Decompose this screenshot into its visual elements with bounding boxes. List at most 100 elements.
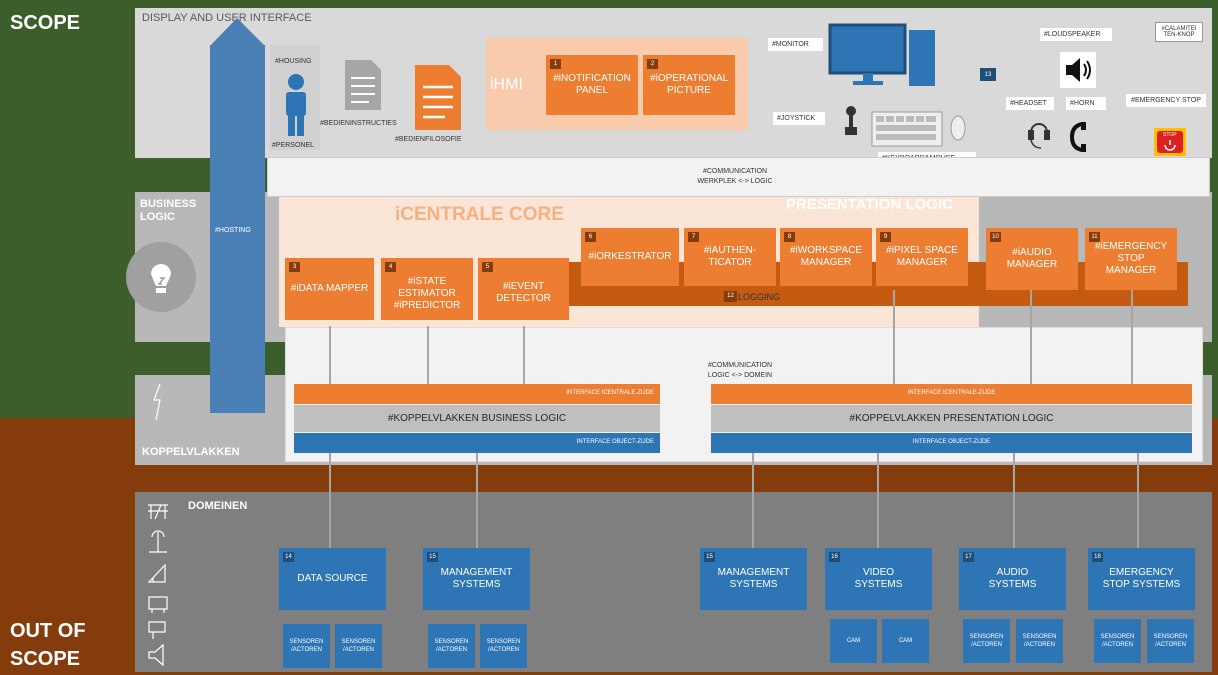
system-management-2: 15 MANAGEMENT SYSTEMS: [700, 548, 807, 610]
module-label: #iAUDIO MANAGER: [1006, 247, 1058, 270]
road-icon: [147, 563, 166, 583]
module-number: 4: [385, 262, 396, 272]
sensor-actor-box: SENSOREN /ACTOREN: [1147, 619, 1194, 663]
system-number: 15: [427, 552, 438, 562]
system-label: DATA SOURCE: [297, 573, 368, 584]
connector: [1137, 453, 1139, 548]
sensor-actor-box: SENSOREN /ACTOREN: [428, 624, 475, 668]
interface-icentrale-presentation: INTERFACE ICENTRALE-ZIJDE: [711, 384, 1192, 404]
module-event-detector: 5 #iEVENT DETECTOR: [478, 258, 569, 320]
module-audio-manager: 10 #iAUDIO MANAGER: [986, 228, 1078, 290]
system-number: 16: [829, 552, 840, 562]
module-label: #iAUTHEN-TICATOR: [703, 245, 757, 268]
business-label-line1: BUSINESS: [140, 198, 197, 210]
business-label-line2: LOGIC: [140, 211, 175, 223]
megaphone-icon: [148, 643, 164, 667]
system-label: VIDEO SYSTEMS: [854, 567, 903, 590]
module-number: 10: [990, 232, 1001, 242]
module-label: #iSTATE ESTIMATOR #iPREDICTOR: [393, 276, 461, 311]
module-number: 3: [289, 262, 300, 272]
hosting-bar: [210, 45, 265, 413]
domeinen-label: DOMEINEN: [188, 500, 248, 512]
system-label: EMERGENCY STOP SYSTEMS: [1102, 567, 1181, 590]
connector: [877, 453, 879, 548]
document-grey-icon: [345, 60, 381, 110]
sensor-actor-box: SENSOREN /ACTOREN: [335, 624, 382, 668]
joystick-icon: [843, 105, 859, 137]
ihmi-label: iHMI: [490, 76, 523, 93]
module-number: 11: [1089, 232, 1100, 242]
car-icon: [148, 596, 168, 613]
communication-domein-line1: #COMMUNICATION: [707, 362, 773, 369]
joystick-tag: #JOYSTICK: [773, 112, 825, 125]
system-label: AUDIO SYSTEMS: [988, 567, 1037, 590]
horn-tag: #HORN: [1066, 97, 1106, 110]
system-number: 15: [704, 552, 715, 562]
person-icon: [282, 72, 310, 137]
connector: [329, 326, 331, 384]
camera-icon: [148, 621, 166, 639]
system-audio: 17 AUDIO SYSTEMS: [959, 548, 1066, 610]
module-label: #iEVENT DETECTOR: [496, 281, 551, 304]
out-of-scope-label-2: SCOPE: [10, 648, 81, 670]
connector: [1030, 290, 1032, 384]
system-video: 16 VIDEO SYSTEMS: [825, 548, 932, 610]
notification-label: #iNOTIFICATION PANEL: [553, 73, 631, 96]
sensor-actor-box: SENSOREN /ACTOREN: [1094, 619, 1141, 663]
lightning-icon: [148, 382, 168, 422]
tower-icon: [149, 530, 167, 553]
operational-picture-box: 2 #iOPERATIONAL PICTURE: [643, 55, 735, 115]
connector: [427, 326, 429, 384]
out-of-scope-label-1: OUT OF: [10, 620, 86, 642]
communication-werkplek-label: #COMMUNICATION WERKPLEK <-> LOGIC: [660, 167, 810, 187]
module-emergency-stop-manager: 11 #iEMERGENCY STOP MANAGER: [1085, 228, 1177, 290]
module-label: #iEMERGENCY STOP MANAGER: [1094, 241, 1168, 276]
koppelvlakken-label: KOPPELVLAKKEN: [142, 446, 240, 458]
connector: [523, 326, 525, 384]
module-number: 5: [482, 262, 493, 272]
module-orkestrator: 6 #iORKESTRATOR: [581, 228, 679, 286]
module-label: #iWORKSPACE MANAGER: [789, 245, 863, 268]
interface-object-business: INTERFACE OBJECT-ZIJDE: [294, 433, 660, 453]
sensor-actor-box: SENSOREN /ACTOREN: [1016, 619, 1063, 663]
hardware-number-13: 13: [980, 68, 996, 81]
module-number: 7: [688, 232, 699, 242]
keyboard-mouse-icon: [870, 108, 970, 150]
logging-number: 12: [724, 291, 737, 302]
sensor-actor-box: SENSOREN /ACTOREN: [283, 624, 330, 668]
connector: [1013, 453, 1015, 548]
emergency-stop-button[interactable]: STOP: [1154, 128, 1186, 156]
system-data-source: 14 DATA SOURCE: [279, 548, 386, 610]
module-data-mapper: 3 #iDATA MAPPER: [285, 258, 374, 320]
connector: [1131, 290, 1133, 384]
operational-number: 2: [647, 59, 658, 69]
scope-label: SCOPE: [10, 12, 81, 34]
koppelvlakken-presentation-box: #KOPPELVLAKKEN PRESENTATION LOGIC: [711, 405, 1192, 432]
system-emergency-stop: 18 EMERGENCY STOP SYSTEMS: [1088, 548, 1195, 610]
logging-label: LOGGING: [738, 292, 781, 302]
module-label: #iPIXEL SPACE MANAGER: [886, 245, 958, 268]
notification-number: 1: [550, 59, 561, 69]
hosting-label: #HOSTING: [215, 227, 251, 234]
bedieninstructies-label: #BEDIENINSTRUCTIES: [320, 120, 397, 127]
domain-icon-column: [143, 497, 173, 672]
system-number: 14: [283, 552, 294, 562]
sensor-actor-box: SENSOREN /ACTOREN: [480, 624, 527, 668]
system-number: 18: [1092, 552, 1103, 562]
module-pixel-space-manager: 9 #iPIXEL SPACE MANAGER: [876, 228, 968, 286]
document-orange-icon: [415, 65, 461, 130]
communication-werkplek-line2: WERKPLEK <-> LOGIC: [697, 178, 773, 185]
system-label: MANAGEMENT SYSTEMS: [440, 567, 513, 590]
module-number: 8: [784, 232, 795, 242]
system-management-1: 15 MANAGEMENT SYSTEMS: [423, 548, 530, 610]
loudspeaker-tag: #LOUDSPEAKER: [1040, 28, 1112, 41]
communication-domein-label: #COMMUNICATION LOGIC <-> DOMEIN: [665, 361, 815, 381]
headset-icon: [1025, 112, 1053, 154]
horn-icon: [1068, 122, 1088, 152]
bridge-icon: [148, 504, 168, 520]
interface-object-presentation: INTERFACE OBJECT-ZIJDE: [711, 433, 1192, 453]
module-authenticator: 7 #iAUTHEN-TICATOR: [684, 228, 776, 286]
communication-werkplek-bar: [267, 157, 1210, 197]
module-label: #iDATA MAPPER: [290, 283, 369, 294]
